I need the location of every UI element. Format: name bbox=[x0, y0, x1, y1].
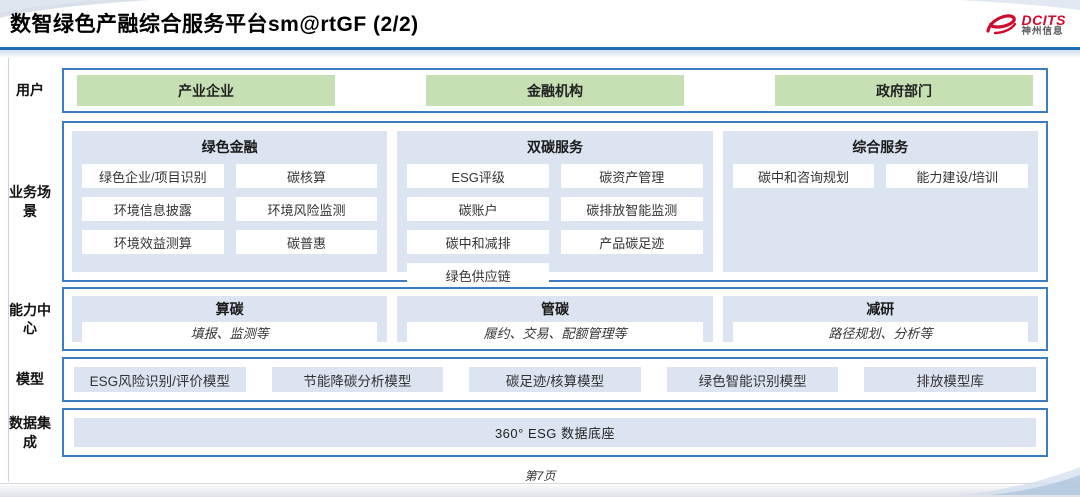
scenario-chip: 环境风险监测 bbox=[235, 197, 378, 221]
capability-card: 算碳 填报、监测等 bbox=[72, 296, 388, 343]
user-box: 金融机构 bbox=[426, 75, 684, 106]
dcits-swoosh-icon bbox=[985, 14, 1016, 35]
capabilities-frame: 算碳 填报、监测等 管碳 履约、交易、配额管理等 减研 路径规划、分析等 bbox=[62, 287, 1048, 351]
band-label-scenarios: 业务场景 bbox=[9, 184, 51, 219]
model-box: 绿色智能识别模型 bbox=[666, 367, 839, 392]
model-box: 排放模型库 bbox=[864, 367, 1036, 392]
panel-grid: ESG评级 碳资产管理 碳账户 碳排放智能监测 碳中和减排 产品碳足迹 绿色供应… bbox=[407, 164, 703, 287]
users-frame: 产业企业 金融机构 政府部门 bbox=[62, 68, 1048, 113]
capability-title: 算碳 bbox=[215, 301, 244, 317]
company-logo: DCITS 神州信息 bbox=[985, 12, 1067, 38]
scenario-chip: 碳中和咨询规划 bbox=[732, 164, 875, 188]
panel-grid: 碳中和咨询规划 能力建设/培训 bbox=[732, 164, 1028, 188]
scenario-chip: 绿色供应链 bbox=[407, 263, 549, 287]
scenario-chip: 碳中和减排 bbox=[407, 230, 549, 254]
panel-green-finance: 绿色金融 绿色企业/项目识别 碳核算 环境信息披露 环境风险监测 环境效益测算 … bbox=[72, 131, 388, 272]
scenario-chip: 碳资产管理 bbox=[560, 164, 703, 188]
logo-text: DCITS 神州信息 bbox=[1021, 11, 1067, 38]
page-title: 数智绿色产融综合服务平台sm@rtGF (2/2) bbox=[10, 13, 419, 36]
footer-strip bbox=[0, 485, 1080, 497]
band-label-users: 用户 bbox=[16, 82, 44, 99]
band-label-capabilities: 能力中心 bbox=[9, 301, 51, 336]
scenario-chip: 能力建设/培训 bbox=[886, 164, 1028, 188]
scenario-chip: 绿色企业/项目识别 bbox=[82, 164, 224, 188]
scenario-chip: 产品碳足迹 bbox=[560, 230, 703, 254]
scenario-chip: ESG评级 bbox=[407, 164, 549, 188]
corner-swoosh-icon bbox=[960, 0, 1080, 10]
capability-card: 管碳 履约、交易、配额管理等 bbox=[397, 296, 713, 343]
band-label-data-integration: 数据集成 bbox=[9, 415, 51, 450]
corner-swoosh-icon bbox=[0, 0, 150, 18]
left-guide-line bbox=[8, 58, 9, 482]
panel-title: 综合服务 bbox=[852, 139, 909, 155]
panel-title: 双碳服务 bbox=[526, 139, 583, 155]
scenario-chip: 碳账户 bbox=[407, 197, 549, 221]
capability-card: 减研 路径规划、分析等 bbox=[722, 296, 1038, 343]
capability-desc: 履约、交易、配额管理等 bbox=[407, 322, 703, 343]
model-box: 节能降碳分析模型 bbox=[271, 367, 444, 392]
panel-dual-carbon: 双碳服务 ESG评级 碳资产管理 碳账户 碳排放智能监测 碳中和减排 产品碳足迹… bbox=[397, 131, 713, 287]
footer-divider bbox=[0, 483, 1080, 484]
scenarios-frame: 绿色金融 绿色企业/项目识别 碳核算 环境信息披露 环境风险监测 环境效益测算 … bbox=[62, 121, 1048, 287]
header-divider bbox=[0, 47, 1080, 50]
logo-subtitle: 神州信息 bbox=[1021, 26, 1064, 38]
model-box: 碳足迹/核算模型 bbox=[469, 367, 641, 392]
panel-grid: 绿色企业/项目识别 碳核算 环境信息披露 环境风险监测 环境效益测算 碳普惠 bbox=[82, 164, 378, 254]
capability-desc: 路径规划、分析等 bbox=[732, 322, 1028, 343]
scenario-chip: 碳普惠 bbox=[235, 230, 378, 254]
panel-comprehensive: 综合服务 碳中和咨询规划 能力建设/培训 bbox=[722, 131, 1038, 272]
data-integration-frame: 360° ESG 数据底座 bbox=[62, 408, 1048, 457]
capability-title: 管碳 bbox=[540, 301, 569, 317]
scenario-chip: 碳排放智能监测 bbox=[560, 197, 703, 221]
scenario-chip: 碳核算 bbox=[235, 164, 378, 188]
data-foundation-box: 360° ESG 数据底座 bbox=[74, 418, 1036, 447]
logo-brand: DCITS bbox=[1021, 11, 1066, 28]
scenario-chip: 环境信息披露 bbox=[82, 197, 224, 221]
models-frame: ESG风险识别/评价模型 节能降碳分析模型 碳足迹/核算模型 绿色智能识别模型 … bbox=[62, 357, 1048, 402]
page-number: 第7页 bbox=[524, 469, 556, 483]
capability-desc: 填报、监测等 bbox=[82, 322, 378, 343]
capability-title: 减研 bbox=[866, 301, 895, 317]
user-box: 政府部门 bbox=[775, 75, 1033, 106]
corner-swoosh-icon bbox=[960, 467, 1080, 495]
panel-title: 绿色金融 bbox=[201, 139, 258, 155]
model-box: ESG风险识别/评价模型 bbox=[74, 367, 246, 392]
scenario-chip: 环境效益测算 bbox=[82, 230, 224, 254]
band-label-models: 模型 bbox=[16, 371, 44, 388]
header-glow bbox=[0, 50, 1080, 58]
user-box: 产业企业 bbox=[77, 75, 335, 106]
